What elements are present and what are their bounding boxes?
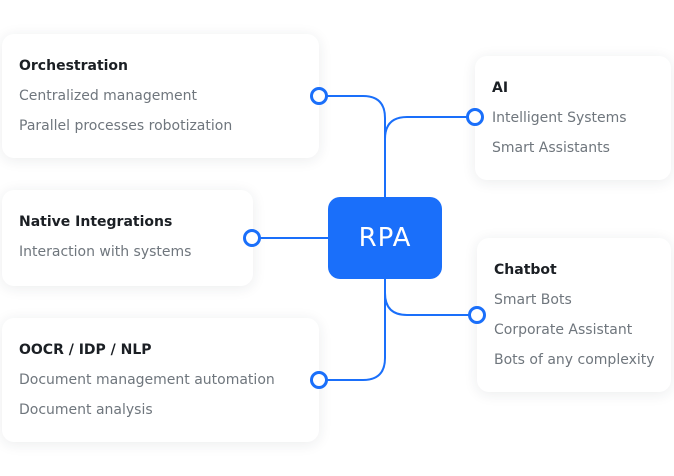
node-orchestration	[310, 87, 328, 105]
card-item: Smart Bots	[494, 292, 572, 308]
rpa-hub: RPA	[328, 197, 442, 279]
card-orchestration: Orchestration Centralized management Par…	[2, 34, 319, 158]
card-item: Interaction with systems	[19, 244, 192, 260]
card-item: Centralized management	[19, 88, 197, 104]
card-native-integrations: Native Integrations Interaction with sys…	[2, 190, 253, 286]
card-title: Native Integrations	[19, 214, 173, 230]
card-chatbot: Chatbot Smart Bots Corporate Assistant B…	[477, 238, 671, 392]
card-title: OOCR / IDP / NLP	[19, 342, 152, 358]
node-chatbot	[468, 306, 486, 324]
card-item: Smart Assistants	[492, 140, 610, 156]
connector-ocr	[319, 279, 386, 381]
node-ocr	[310, 371, 328, 389]
hub-label: RPA	[358, 223, 412, 253]
card-item: Parallel processes robotization	[19, 118, 233, 134]
card-item: Document management automation	[19, 372, 275, 388]
connector-ai	[384, 116, 475, 197]
card-ocr-idp-nlp: OOCR / IDP / NLP Document management aut…	[2, 318, 319, 442]
card-item: Bots of any complexity	[494, 352, 655, 368]
card-ai: AI Intelligent Systems Smart Assistants	[475, 56, 671, 180]
node-native-integrations	[243, 229, 261, 247]
card-item: Intelligent Systems	[492, 110, 627, 126]
connector-orchestration	[319, 95, 386, 197]
card-title: Orchestration	[19, 58, 129, 74]
card-item: Document analysis	[19, 402, 153, 418]
card-title: AI	[492, 80, 509, 96]
node-ai	[466, 108, 484, 126]
card-item: Corporate Assistant	[494, 322, 633, 338]
card-title: Chatbot	[494, 262, 557, 278]
connector-chatbot	[384, 279, 477, 316]
